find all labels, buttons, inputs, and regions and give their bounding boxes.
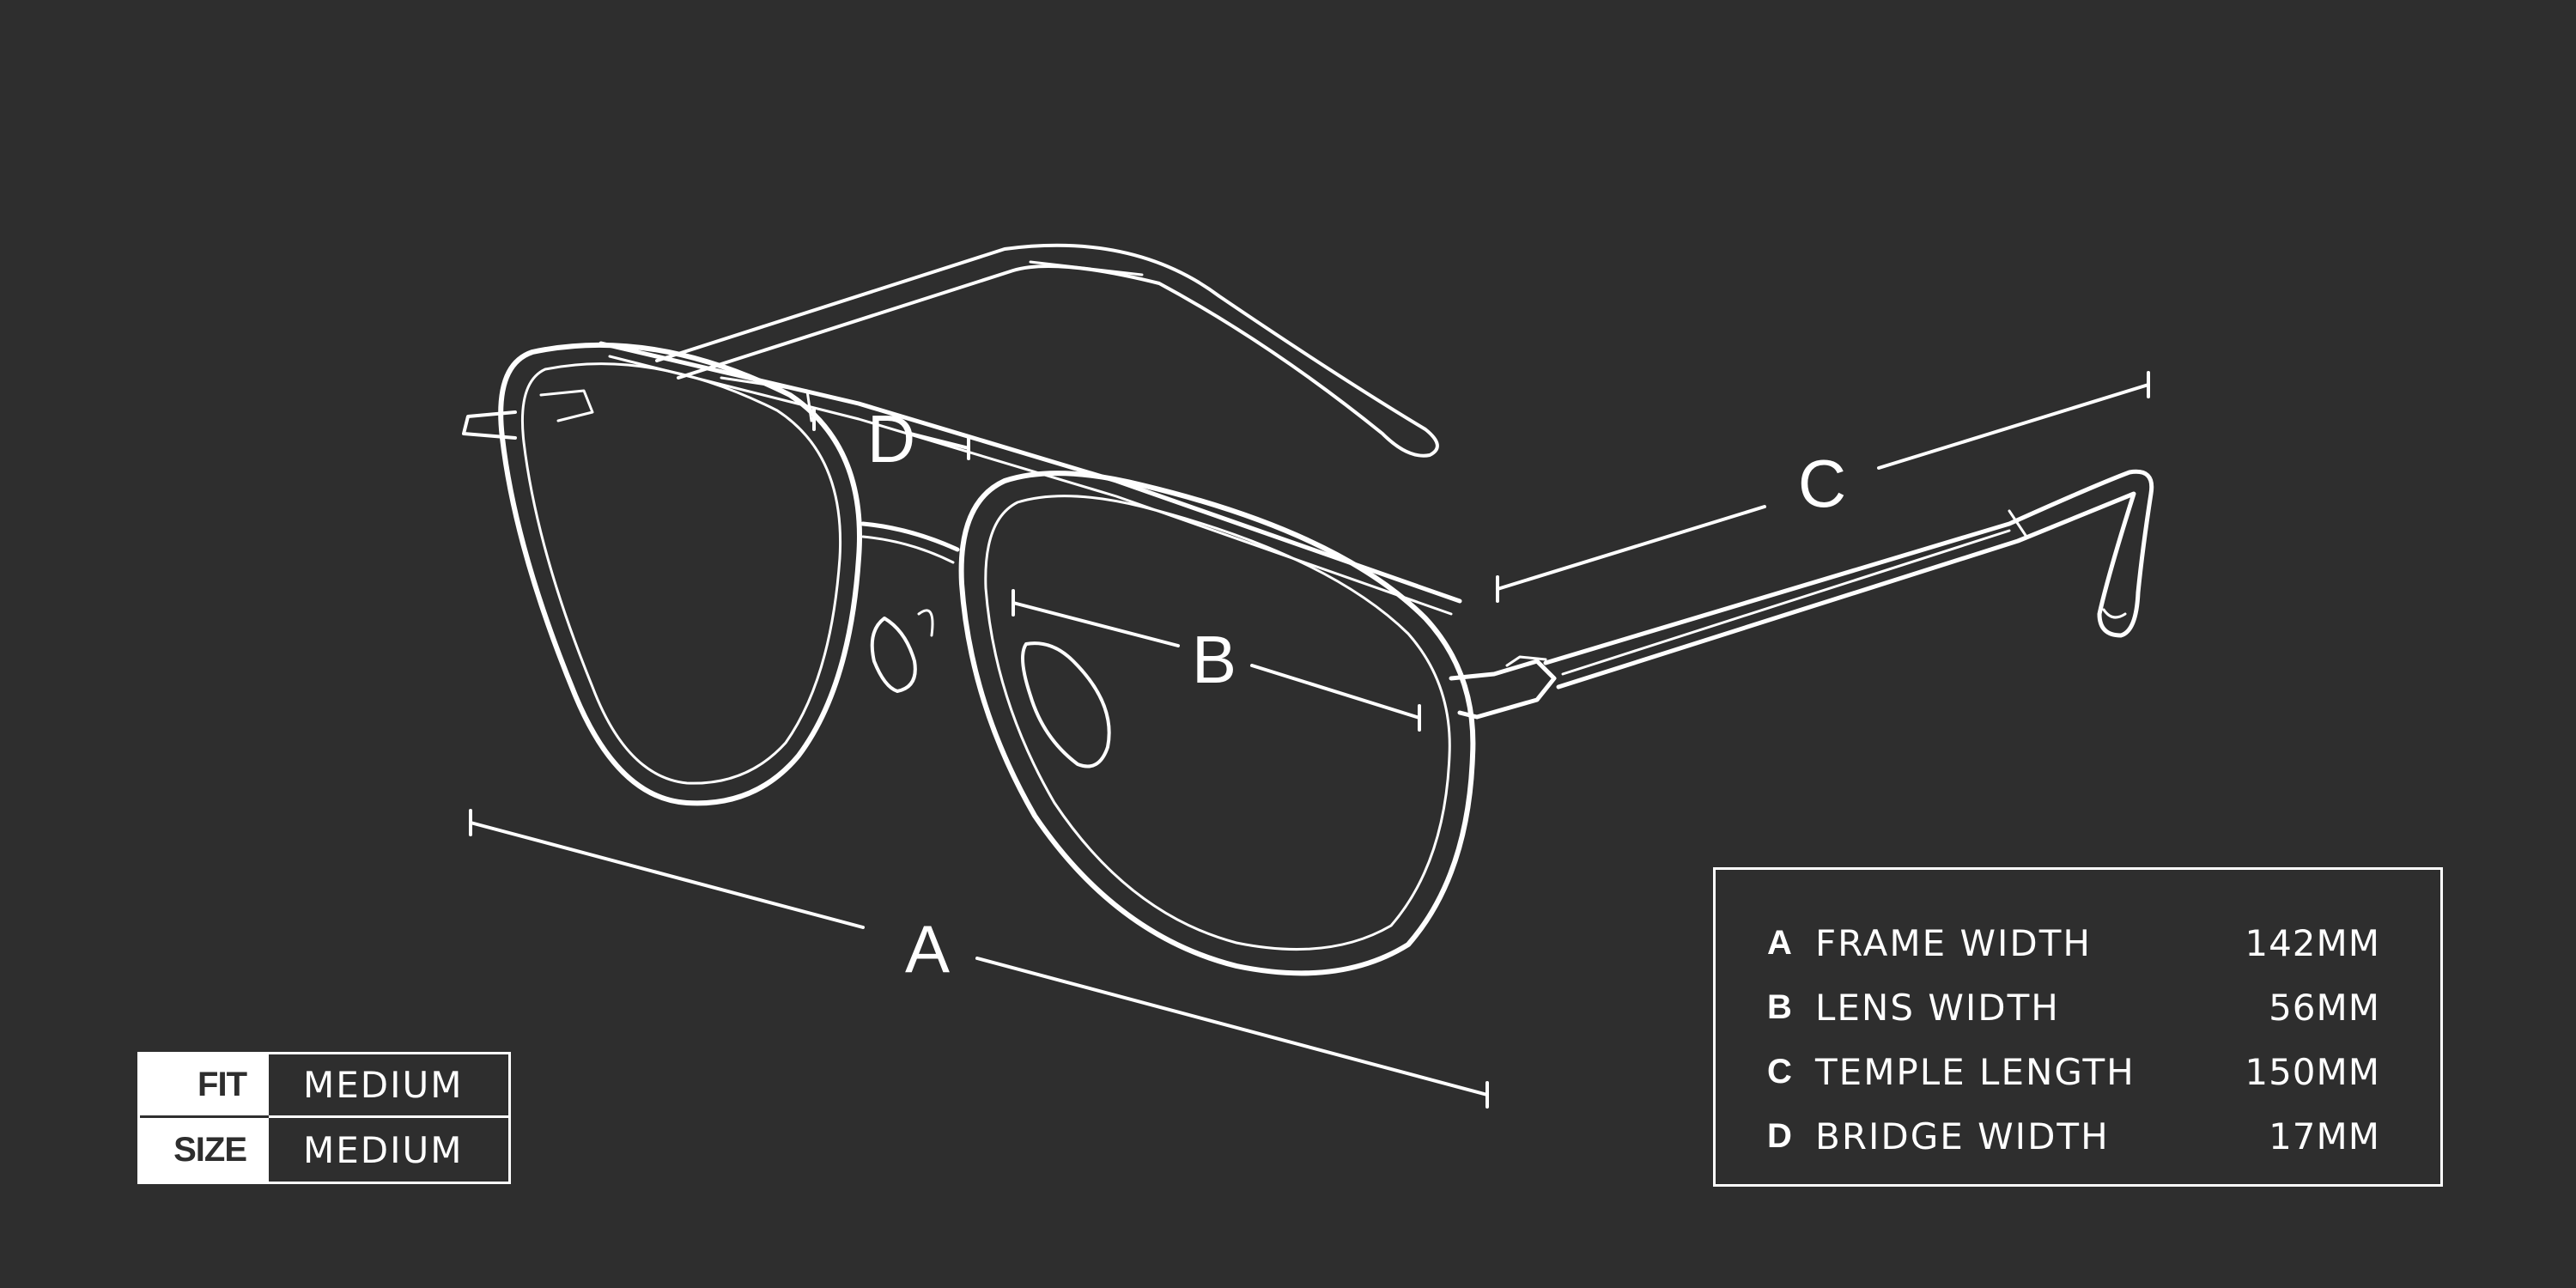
dimension-line-c-right [1877, 383, 2150, 470]
fit-value: MEDIUM [269, 1054, 508, 1118]
measurement-name: BRIDGE WIDTH [1815, 1115, 2110, 1157]
size-label: SIZE [140, 1118, 269, 1182]
aviator-glasses-illustration [462, 243, 2154, 976]
dimension-label-a: A [905, 911, 950, 987]
measurement-value: 17MM [2269, 1115, 2380, 1157]
fit-label: FIT [140, 1054, 269, 1118]
left-lens-rim [498, 342, 862, 806]
measurement-value: 150MM [2245, 1051, 2380, 1093]
lower-bridge [860, 521, 960, 552]
dimension-line-b-left [1012, 601, 1180, 647]
measurement-letter: D [1767, 1117, 1792, 1155]
measurement-row-frame-width: A FRAME WIDTH 142MM [1767, 911, 2380, 975]
dimension-label-d: D [867, 401, 915, 477]
dimension-line-d [908, 432, 970, 450]
measurement-row-temple-length: C TEMPLE LENGTH 150MM [1767, 1040, 2380, 1104]
dimension-label-b: B [1192, 622, 1236, 697]
dimension-label-c: C [1798, 446, 1846, 521]
dimension-line-a-left [469, 821, 865, 929]
size-value: MEDIUM [303, 1128, 464, 1171]
top-bridge-bar [598, 341, 1462, 604]
fit-size-panel: FIT MEDIUM SIZE MEDIUM [137, 1052, 511, 1184]
dimension-line-a-right [975, 957, 1489, 1097]
measurement-row-lens-width: B LENS WIDTH 56MM [1767, 975, 2380, 1040]
measurement-name: LENS WIDTH [1815, 987, 2060, 1029]
near-temple-arm [1543, 469, 2154, 690]
measurement-value: 56MM [2269, 987, 2380, 1029]
right-lens-rim [958, 471, 1476, 976]
measurements-panel: A FRAME WIDTH 142MM B LENS WIDTH 56MM C … [1713, 867, 2443, 1187]
dimension-line-b-right [1250, 664, 1421, 720]
measurement-name: TEMPLE LENGTH [1815, 1051, 2136, 1093]
left-nose-pad [870, 617, 917, 693]
measurement-letter: A [1767, 924, 1792, 962]
measurement-letter: C [1767, 1053, 1792, 1091]
far-temple-arm [655, 243, 1439, 458]
measurement-name: FRAME WIDTH [1815, 922, 2092, 964]
measurement-value: 142MM [2245, 922, 2380, 964]
dimension-line-c-left [1496, 505, 1766, 591]
measurement-letter: B [1767, 988, 1792, 1026]
measurement-row-bridge-width: D BRIDGE WIDTH 17MM [1767, 1104, 2380, 1169]
dimension-lines [469, 371, 2150, 1109]
right-hinge [1449, 659, 1557, 720]
right-nose-pad [1021, 641, 1111, 769]
